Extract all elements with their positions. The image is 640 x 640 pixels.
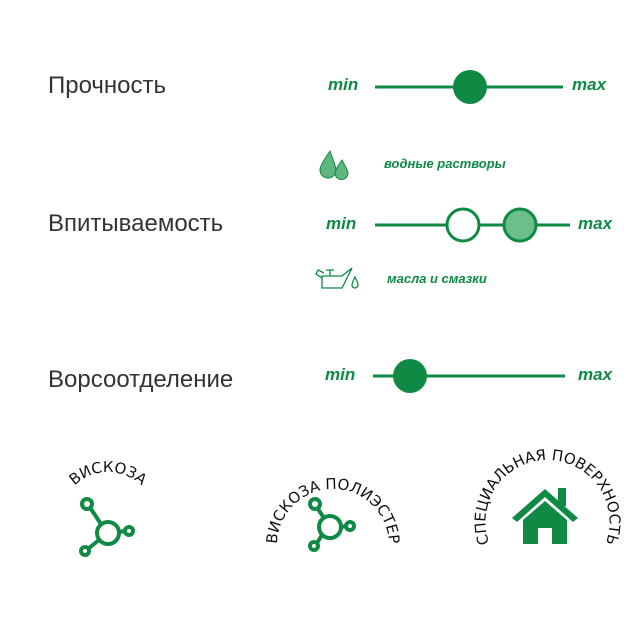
strength-max: max (572, 75, 607, 94)
absorbency-label: Впитываемость (48, 210, 224, 237)
water-drops-icon (319, 149, 349, 180)
badge-viscose-label: ВИСКОЗА (66, 458, 151, 489)
strength-marker (453, 70, 487, 104)
water-note: водные растворы (384, 156, 506, 171)
strength-label: Прочность (48, 72, 167, 99)
molecule-icon (308, 497, 356, 552)
absorbency-scale (375, 207, 570, 243)
water-marker (445, 207, 481, 243)
linting-label: Ворсоотделение (48, 366, 234, 393)
absorbency-max: max (578, 214, 613, 233)
linting-max: max (578, 365, 613, 384)
strength-scale (375, 70, 563, 104)
oil-can-icon (315, 267, 359, 289)
absorbency-min: min (326, 214, 357, 233)
linting-marker (393, 359, 427, 393)
oil-marker (502, 207, 538, 243)
linting-min: min (325, 365, 356, 384)
house-icon (512, 488, 578, 544)
strength-min: min (328, 75, 359, 94)
linting-scale (373, 359, 565, 393)
oil-note: масла и смазки (387, 271, 487, 286)
badge-viscose-polyester-label: ВИСКОЗА ПОЛИЭСТЕР (263, 475, 403, 545)
molecule-icon (79, 497, 135, 557)
